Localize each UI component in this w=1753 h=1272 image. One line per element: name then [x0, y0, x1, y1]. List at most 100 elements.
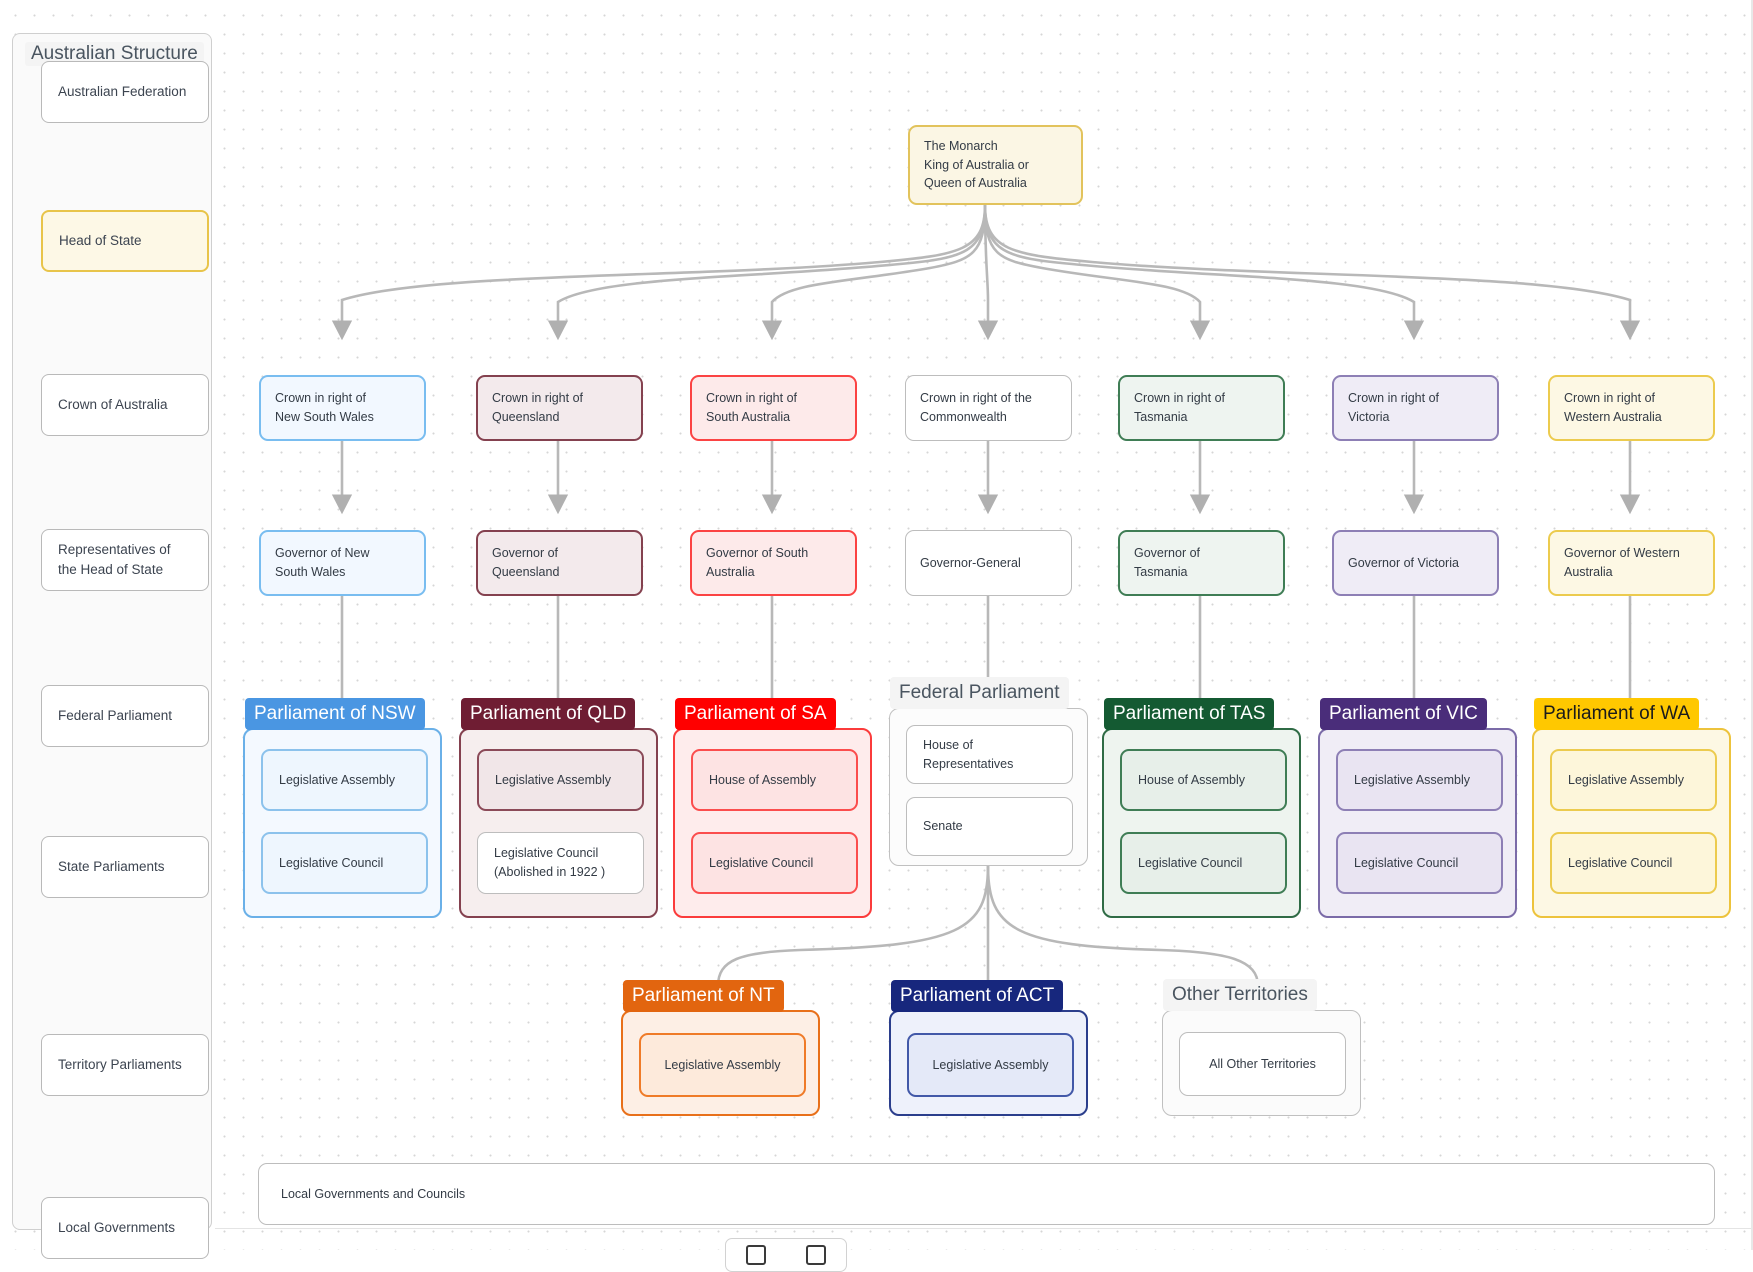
node-vic-legislative-assembly[interactable]: Legislative Assembly [1336, 749, 1503, 811]
group-parliament-nsw[interactable]: Parliament of NSW Legislative Assembly L… [243, 698, 442, 918]
node-label: Governor of Victoria [1348, 555, 1459, 570]
node-label: Legislative Council [1354, 855, 1459, 870]
minus-icon[interactable] [746, 1245, 766, 1265]
node-governor-wa[interactable]: Governor of Western Australia [1548, 530, 1715, 596]
minus-icon[interactable] [806, 1245, 826, 1265]
node-sa-legislative-council[interactable]: Legislative Council [691, 832, 858, 894]
group-label-parliament-wa: Parliament of WA [1534, 698, 1700, 730]
group-parliament-vic[interactable]: Parliament of VIC Legislative Assembly L… [1318, 698, 1517, 918]
vertical-scrollbar[interactable] [1751, 0, 1753, 1250]
node-qld-legislative-council[interactable]: Legislative Council (Abolished in 1922 ) [477, 832, 644, 894]
sidebar-item-local-governments[interactable]: Local Governments [41, 1197, 209, 1259]
node-label: The Monarch King of Australia or Queen o… [924, 138, 1029, 191]
node-governor-vic[interactable]: Governor of Victoria [1332, 530, 1499, 596]
node-wa-legislative-council[interactable]: Legislative Council [1550, 832, 1717, 894]
node-act-legislative-assembly[interactable]: Legislative Assembly [907, 1033, 1074, 1097]
group-parliament-tas[interactable]: Parliament of TAS House of Assembly Legi… [1102, 698, 1301, 918]
node-nt-legislative-assembly[interactable]: Legislative Assembly [639, 1033, 806, 1097]
node-senate[interactable]: Senate [906, 797, 1073, 856]
sidebar-item-label: Federal Parliament [58, 708, 173, 724]
node-governor-qld[interactable]: Governor of Queensland [476, 530, 643, 596]
group-label-parliament-sa: Parliament of SA [675, 698, 836, 730]
node-label: House of Assembly [709, 772, 816, 787]
node-label: Crown in right of South Australia [706, 391, 798, 424]
node-label: Legislative Assembly [664, 1057, 781, 1072]
node-label: Governor of South Australia [706, 546, 809, 579]
group-label-parliament-qld: Parliament of QLD [461, 698, 636, 730]
node-local-governments-and-councils[interactable]: Local Governments and Councils [258, 1163, 1715, 1225]
sidebar-item-federation[interactable]: Australian Federation [41, 61, 209, 123]
node-all-other-territories[interactable]: All Other Territories [1179, 1032, 1346, 1096]
group-federal-parliament[interactable]: Federal Parliament House of Representati… [889, 677, 1088, 866]
sidebar-item-state-parliaments[interactable]: State Parliaments [41, 836, 209, 898]
node-crown-qld[interactable]: Crown in right of Queensland [476, 375, 643, 441]
bottom-toolbar[interactable] [725, 1238, 847, 1272]
sidebar-item-representatives[interactable]: Representatives of the Head of State [41, 529, 209, 591]
node-label: House of Representatives [923, 737, 1014, 771]
node-label: Legislative Council [279, 855, 384, 870]
node-vic-legislative-council[interactable]: Legislative Council [1336, 832, 1503, 894]
node-label: Legislative Council [1138, 855, 1243, 870]
node-governor-sa[interactable]: Governor of South Australia [690, 530, 857, 596]
node-crown-vic[interactable]: Crown in right of Victoria [1332, 375, 1499, 441]
node-sa-house-of-assembly[interactable]: House of Assembly [691, 749, 858, 811]
node-label: Governor of Western Australia [1564, 546, 1680, 579]
node-crown-tas[interactable]: Crown in right of Tasmania [1118, 375, 1285, 441]
node-label: Legislative Assembly [279, 772, 396, 787]
node-label: Legislative Council [709, 855, 814, 870]
node-governor-tas[interactable]: Governor of Tasmania [1118, 530, 1285, 596]
node-monarch[interactable]: The Monarch King of Australia or Queen o… [908, 125, 1083, 205]
group-other-territories[interactable]: Other Territories All Other Territories [1162, 979, 1361, 1116]
node-label: Legislative Council (Abolished in 1922 ) [494, 846, 606, 879]
sidebar-item-label: Territory Parliaments [58, 1057, 182, 1073]
node-label: Crown in right of New South Wales [275, 391, 374, 424]
sidebar-item-crown-of-australia[interactable]: Crown of Australia [41, 374, 209, 436]
node-wa-legislative-assembly[interactable]: Legislative Assembly [1550, 749, 1717, 811]
node-label: Governor of Queensland [492, 546, 560, 579]
node-label: All Other Territories [1209, 1056, 1316, 1071]
swimlane-panel[interactable]: Australian Structure Australian Federati… [12, 33, 212, 1259]
node-label: House of Assembly [1138, 772, 1245, 787]
group-label-federal-parliament: Federal Parliament [890, 677, 1069, 709]
node-nsw-legislative-assembly[interactable]: Legislative Assembly [261, 749, 428, 811]
node-crown-sa[interactable]: Crown in right of South Australia [690, 375, 857, 441]
node-label: Crown in right of Victoria [1348, 391, 1440, 424]
node-tas-legislative-council[interactable]: Legislative Council [1120, 832, 1287, 894]
sidebar-item-head-of-state[interactable]: Head of State [41, 210, 209, 272]
group-parliament-act[interactable]: Parliament of ACT Legislative Assembly [889, 980, 1088, 1116]
node-qld-legislative-assembly[interactable]: Legislative Assembly [477, 749, 644, 811]
node-governor-general[interactable]: Governor-General [905, 530, 1072, 596]
node-tas-house-of-assembly[interactable]: House of Assembly [1120, 749, 1287, 811]
node-governor-nsw[interactable]: Governor of New South Wales [259, 530, 426, 596]
group-label-parliament-vic: Parliament of VIC [1320, 698, 1487, 730]
node-label: Legislative Assembly [495, 772, 612, 787]
group-parliament-wa[interactable]: Parliament of WA Legislative Assembly Le… [1532, 698, 1731, 918]
node-house-of-representatives[interactable]: House of Representatives [906, 725, 1073, 784]
node-label: Governor of New South Wales [275, 546, 370, 579]
node-label: Governor-General [920, 555, 1021, 570]
node-nsw-legislative-council[interactable]: Legislative Council [261, 832, 428, 894]
node-label: Legislative Assembly [1568, 772, 1685, 787]
node-crown-nsw[interactable]: Crown in right of New South Wales [259, 375, 426, 441]
group-parliament-sa[interactable]: Parliament of SA House of Assembly Legis… [673, 698, 872, 918]
sidebar-item-label: Australian Federation [58, 84, 187, 100]
node-label: Legislative Council [1568, 855, 1673, 870]
node-label: Legislative Assembly [1354, 772, 1471, 787]
node-crown-commonwealth[interactable]: Crown in right of the Commonwealth [905, 375, 1072, 441]
group-label-parliament-nsw: Parliament of NSW [245, 698, 425, 730]
node-label: Crown in right of the Commonwealth [920, 391, 1032, 424]
sidebar-item-federal-parliament[interactable]: Federal Parliament [41, 685, 209, 747]
sidebar-item-territory-parliaments[interactable]: Territory Parliaments [41, 1034, 209, 1096]
group-label-other-territories: Other Territories [1163, 979, 1317, 1011]
horizontal-divider [215, 1228, 1753, 1229]
sidebar-item-label: Representatives of the Head of State [58, 542, 171, 577]
sidebar-item-label: Local Governments [58, 1220, 176, 1236]
node-label: Senate [923, 819, 963, 834]
group-label-parliament-act: Parliament of ACT [891, 980, 1064, 1012]
node-label: Local Governments and Councils [281, 1186, 466, 1201]
group-parliament-nt[interactable]: Parliament of NT Legislative Assembly [621, 980, 820, 1116]
sidebar-item-label: Head of State [59, 233, 142, 249]
node-crown-wa[interactable]: Crown in right of Western Australia [1548, 375, 1715, 441]
group-parliament-qld[interactable]: Parliament of QLD Legislative Assembly L… [459, 698, 658, 918]
